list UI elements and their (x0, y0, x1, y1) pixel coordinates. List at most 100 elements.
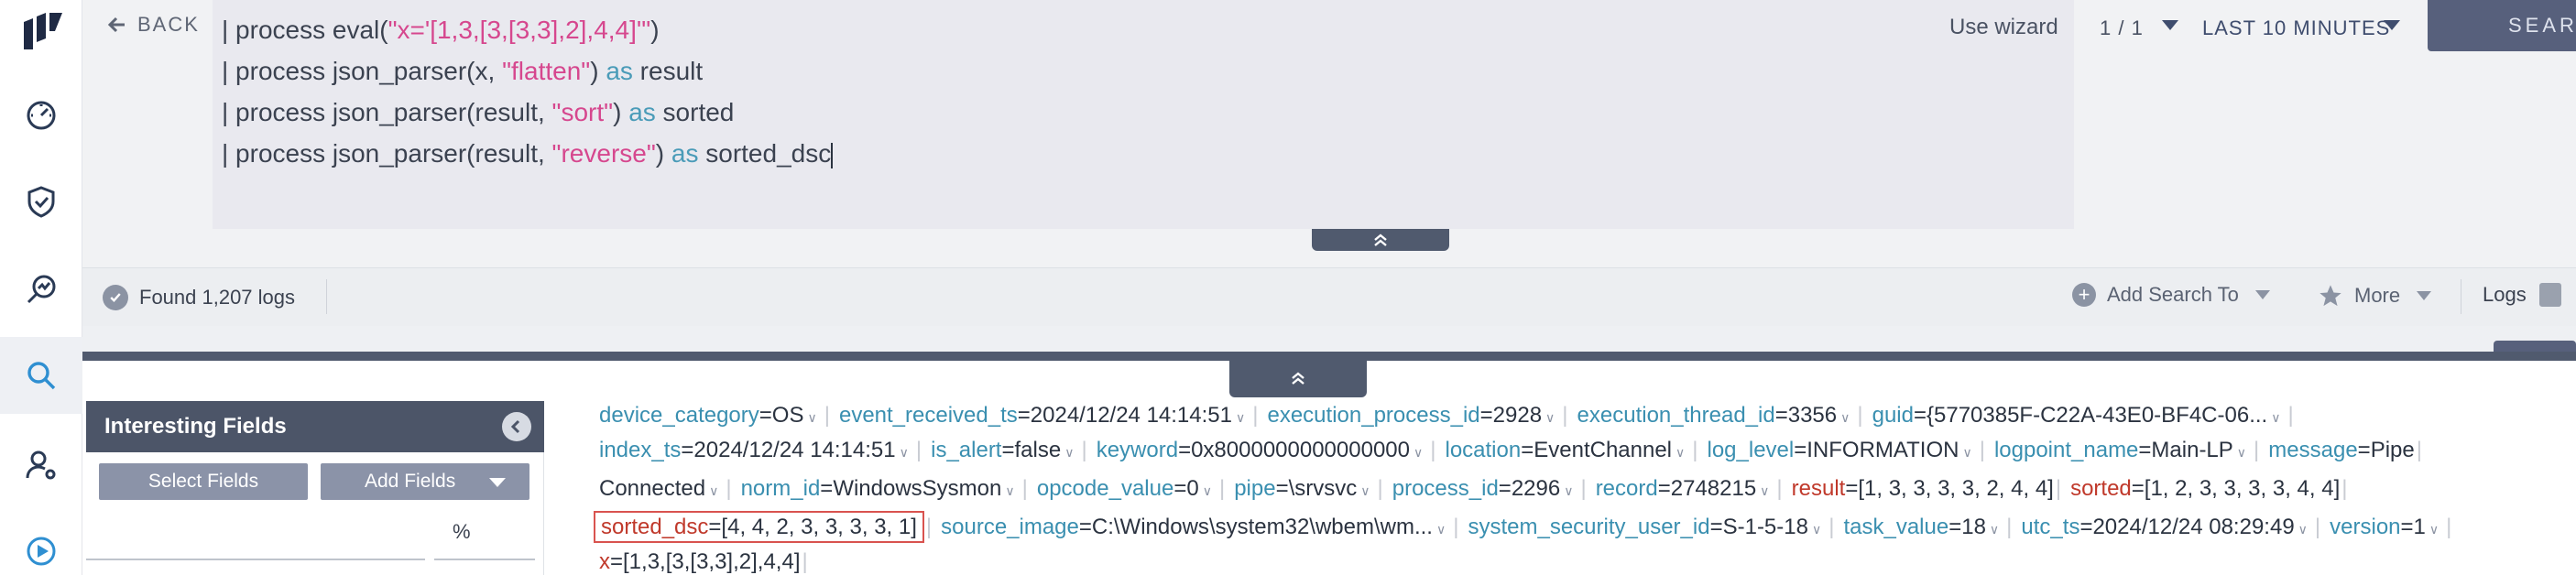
chevron-down-icon[interactable]: ∨ (2271, 410, 2281, 425)
search-button[interactable]: SEARCH (2428, 0, 2576, 51)
interesting-fields-panel: Interesting Fields Select Fields Add Fie… (86, 401, 544, 575)
chevron-down-icon[interactable]: ∨ (1005, 483, 1015, 498)
field-equals: = (1017, 403, 1031, 428)
chevron-down-icon[interactable]: ∨ (2429, 522, 2440, 537)
nav-security[interactable] (0, 163, 82, 240)
chevron-down-icon[interactable]: ∨ (1414, 445, 1424, 460)
chevron-down-icon[interactable]: ∨ (1236, 410, 1246, 425)
log-field-location[interactable]: location=EventChannel (1445, 438, 1672, 462)
code-token: | process eval( (222, 16, 388, 44)
log-field-log_level[interactable]: log_level=INFORMATION (1708, 438, 1959, 462)
log-field-task_value[interactable]: task_value=18 (1843, 515, 1985, 539)
strip-button[interactable] (2494, 341, 2576, 353)
log-field-pipe[interactable]: pipe=\srvsvc (1234, 476, 1357, 501)
field-equals: = (1178, 438, 1192, 462)
field-equals: = (1774, 403, 1788, 428)
collapse-panel-button[interactable] (502, 412, 531, 441)
chevron-down-icon[interactable]: ∨ (1962, 445, 1972, 460)
chevron-down-icon[interactable]: ∨ (1064, 445, 1075, 460)
log-field-utc_ts[interactable]: utc_ts=2024/12/24 08:29:49 (2021, 515, 2294, 539)
log-field-message[interactable]: message=Pipe (2268, 438, 2414, 462)
chevron-down-icon[interactable]: ∨ (1760, 483, 1770, 498)
code-token: | process json_parser(x, (222, 57, 503, 85)
nav-investigate[interactable] (0, 251, 82, 328)
nav-search[interactable] (0, 337, 82, 414)
log-field-event_received_ts[interactable]: event_received_ts=2024/12/24 14:14:51 (839, 403, 1232, 428)
chevron-down-icon[interactable]: ∨ (1435, 522, 1446, 537)
nav-automation[interactable] (0, 513, 82, 575)
time-range-select[interactable]: LAST 10 MINUTES (2202, 16, 2391, 39)
log-field-guid[interactable]: guid={5770385F-C22A-43E0-BF4C-06... (1872, 403, 2268, 428)
log-field-result[interactable]: result=[1, 3, 3, 3, 3, 2, 4, 4] (1792, 476, 2054, 501)
log-field-x[interactable]: x=[1,3,[3,[3,3],2],4,4] (599, 549, 800, 574)
chevron-down-icon[interactable]: ∨ (1989, 522, 2000, 537)
log-field-version[interactable]: version=1 (2330, 515, 2426, 539)
add-search-to-button[interactable]: + Add Search To (2072, 283, 2270, 307)
nav-user-settings[interactable] (0, 427, 82, 504)
log-field-sorted_dsc[interactable]: sorted_dsc=[4, 4, 2, 3, 3, 3, 3, 1] (594, 511, 924, 543)
interesting-fields-title: Interesting Fields (86, 401, 544, 452)
text-cursor (831, 142, 834, 168)
chevron-down-icon[interactable]: ∨ (1811, 522, 1822, 537)
log-field-continuation[interactable]: Connected (599, 476, 705, 501)
collapse-timeline-button[interactable] (1229, 359, 1367, 397)
chevron-down-icon[interactable]: ∨ (1564, 483, 1574, 498)
pager-dropdown-icon[interactable] (2162, 20, 2178, 30)
chevron-down-icon[interactable]: ∨ (1675, 445, 1686, 460)
field-value: 2024/12/24 08:29:49 (2092, 515, 2295, 539)
field-equals: = (1521, 438, 1534, 462)
collapse-editor-button[interactable] (1312, 229, 1449, 251)
select-fields-button[interactable]: Select Fields (99, 463, 308, 500)
log-field-keyword[interactable]: keyword=0x8000000000000000 (1097, 438, 1410, 462)
add-fields-button[interactable]: Add Fields (321, 463, 529, 500)
chevron-down-icon[interactable]: ∨ (1840, 410, 1850, 425)
found-text: Found 1,207 logs (139, 286, 296, 309)
log-field-opcode_value[interactable]: opcode_value=0 (1037, 476, 1199, 501)
more-button[interactable]: More (2318, 283, 2432, 309)
resize-bar[interactable] (82, 352, 2576, 361)
back-button[interactable]: BACK (106, 13, 200, 37)
field-value: S-1-5-18 (1722, 515, 1808, 539)
log-field-execution_process_id[interactable]: execution_process_id=2928 (1267, 403, 1542, 428)
log-field-execution_thread_id[interactable]: execution_thread_id=3356 (1577, 403, 1838, 428)
log-field-norm_id[interactable]: norm_id=WindowsSysmon (741, 476, 1002, 501)
log-field-record[interactable]: record=2748215 (1596, 476, 1756, 501)
logs-view-toggle[interactable]: Logs (2483, 283, 2561, 307)
query-editor[interactable]: | process eval("x='[1,3,[3,[3,3],2],4,4]… (213, 0, 2074, 229)
caret-down-icon (489, 478, 506, 487)
chevron-down-icon[interactable]: ∨ (2236, 445, 2247, 460)
nav-dashboard[interactable] (0, 75, 82, 152)
chevron-left-icon (510, 419, 520, 434)
string-token: "flatten" (502, 57, 591, 85)
log-field-process_id[interactable]: process_id=2296 (1392, 476, 1560, 501)
log-field-source_image[interactable]: source_image=C:\Windows\system32\wbem\wm… (941, 515, 1433, 539)
chevron-down-icon[interactable]: ∨ (807, 410, 817, 425)
field-separator: | (1453, 515, 1459, 539)
chevron-down-icon[interactable]: ∨ (2298, 522, 2308, 537)
chevron-down-icon[interactable]: ∨ (899, 445, 909, 460)
left-nav (0, 0, 82, 575)
field-value: 0x8000000000000000 (1191, 438, 1410, 462)
chevron-down-icon[interactable]: ∨ (1202, 483, 1212, 498)
chevron-down-icon[interactable]: ∨ (709, 483, 719, 498)
field-equals: = (1001, 438, 1015, 462)
log-field-sorted[interactable]: sorted=[1, 2, 3, 3, 3, 3, 4, 4] (2070, 476, 2340, 501)
log-field-logpoint_name[interactable]: logpoint_name=Main-LP (1994, 438, 2233, 462)
time-range-dropdown-icon[interactable] (2384, 20, 2400, 30)
log-field-device_category[interactable]: device_category=OS (599, 403, 803, 428)
field-key: source_image (941, 515, 1079, 539)
chevron-down-icon[interactable]: ∨ (1545, 410, 1555, 425)
log-field-index_ts[interactable]: index_ts=2024/12/24 14:14:51 (599, 438, 896, 462)
log-row: index_ts=2024/12/24 14:14:51∨|is_alert=f… (599, 432, 2431, 469)
string-token: "sort" (551, 98, 614, 126)
field-separator: | (1692, 438, 1698, 462)
use-wizard-link[interactable]: Use wizard (1949, 15, 2058, 39)
plus-circle-icon: + (2072, 283, 2096, 307)
found-count: Found 1,207 logs (103, 285, 295, 310)
field-equals: = (1657, 476, 1671, 501)
log-field-system_security_user_id[interactable]: system_security_user_id=S-1-5-18 (1468, 515, 1808, 539)
log-field-is_alert[interactable]: is_alert=false (931, 438, 1061, 462)
field-separator: | (2254, 438, 2260, 462)
logs-label: Logs (2483, 283, 2527, 306)
chevron-down-icon[interactable]: ∨ (1360, 483, 1370, 498)
